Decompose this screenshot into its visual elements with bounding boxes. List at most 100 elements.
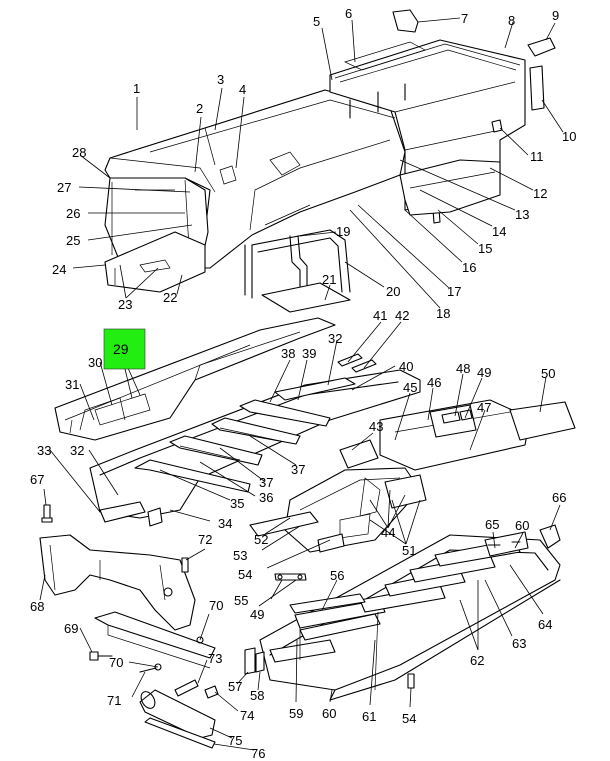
callout-67[interactable]: 67 (30, 472, 44, 487)
callout-54-lower[interactable]: 54 (402, 711, 416, 726)
callout-71[interactable]: 71 (107, 693, 121, 708)
callout-14[interactable]: 14 (492, 224, 506, 239)
callout-64[interactable]: 64 (538, 617, 552, 632)
callout-23[interactable]: 23 (118, 297, 132, 312)
callout-22[interactable]: 22 (163, 290, 177, 305)
right-floor-assembly (339, 399, 576, 471)
mounting-bar (94, 611, 216, 669)
callout-60-lower[interactable]: 60 (322, 706, 336, 721)
callout-49-upper[interactable]: 49 (477, 365, 491, 380)
bolt-72 (181, 557, 189, 573)
callout-18[interactable]: 18 (436, 306, 450, 321)
rear-lower-panel (399, 159, 501, 216)
callout-3[interactable]: 3 (217, 72, 224, 87)
callout-40[interactable]: 40 (399, 359, 413, 374)
callout-70-lower[interactable]: 70 (109, 655, 123, 670)
callout-4[interactable]: 4 (239, 82, 246, 97)
callout-61[interactable]: 61 (362, 709, 376, 724)
callout-25[interactable]: 25 (66, 233, 80, 248)
callout-32-upper[interactable]: 32 (328, 331, 342, 346)
callout-59[interactable]: 59 (289, 706, 303, 721)
callout-43[interactable]: 43 (369, 419, 383, 434)
callout-56[interactable]: 56 (330, 568, 344, 583)
callout-65[interactable]: 65 (485, 517, 499, 532)
callout-55[interactable]: 55 (234, 593, 248, 608)
callout-24[interactable]: 24 (52, 262, 66, 277)
callout-50[interactable]: 50 (541, 366, 555, 381)
callout-29[interactable]: 29 (113, 341, 129, 357)
callout-36[interactable]: 36 (259, 490, 273, 505)
callout-48[interactable]: 48 (456, 361, 470, 376)
callout-38[interactable]: 38 (281, 346, 295, 361)
grab-tube (139, 689, 216, 739)
callout-27[interactable]: 27 (57, 180, 71, 195)
callout-17[interactable]: 17 (447, 284, 461, 299)
callout-68[interactable]: 68 (30, 599, 44, 614)
side-bracket (39, 534, 196, 631)
callout-76[interactable]: 76 (251, 746, 265, 761)
callout-41[interactable]: 41 (373, 308, 387, 323)
callout-2[interactable]: 2 (196, 101, 203, 116)
callout-11[interactable]: 11 (530, 149, 544, 164)
callout-75[interactable]: 75 (228, 733, 242, 748)
callout-62[interactable]: 62 (470, 653, 484, 668)
callout-37-left[interactable]: 37 (259, 475, 273, 490)
callout-57[interactable]: 57 (228, 679, 242, 694)
callout-6[interactable]: 6 (345, 6, 352, 21)
callout-1[interactable]: 1 (133, 81, 140, 96)
callout-7[interactable]: 7 (461, 11, 468, 26)
rear-frame (244, 524, 561, 701)
callout-10[interactable]: 10 (562, 129, 576, 144)
bolt-67 (41, 504, 53, 523)
cab-body-shell (104, 89, 406, 293)
callout-33[interactable]: 33 (37, 443, 51, 458)
floor-pan (54, 317, 336, 441)
small-fasteners (89, 636, 219, 699)
callout-20[interactable]: 20 (386, 284, 400, 299)
callout-47[interactable]: 47 (477, 400, 491, 415)
callout-52[interactable]: 52 (254, 532, 268, 547)
callout-45[interactable]: 45 (403, 380, 417, 395)
callout-60-upper[interactable]: 60 (515, 518, 529, 533)
callout-54-upper[interactable]: 54 (238, 567, 252, 582)
callout-31[interactable]: 31 (65, 377, 79, 392)
callout-28[interactable]: 28 (72, 145, 86, 160)
callout-74[interactable]: 74 (240, 708, 254, 723)
callout-26[interactable]: 26 (66, 206, 80, 221)
callout-39[interactable]: 39 (302, 346, 316, 361)
callout-8[interactable]: 8 (508, 13, 515, 28)
callout-35[interactable]: 35 (230, 496, 244, 511)
callout-58[interactable]: 58 (250, 688, 264, 703)
callout-72[interactable]: 72 (198, 532, 212, 547)
callout-42[interactable]: 42 (395, 308, 409, 323)
callout-51[interactable]: 51 (402, 543, 416, 558)
callout-13[interactable]: 13 (515, 207, 529, 222)
callout-21[interactable]: 21 (322, 272, 336, 287)
callout-16[interactable]: 16 (462, 260, 476, 275)
callout-66[interactable]: 66 (552, 490, 566, 505)
callout-15[interactable]: 15 (478, 241, 492, 256)
callout-70-upper[interactable]: 70 (209, 598, 223, 613)
callout-73[interactable]: 73 (208, 651, 222, 666)
callout-53[interactable]: 53 (233, 548, 247, 563)
highlighted-callout-29[interactable]: 29 (103, 328, 146, 399)
bolt-54 (407, 673, 415, 689)
mounting-straps (337, 353, 377, 373)
highlight-box (103, 328, 146, 370)
callout-44[interactable]: 44 (381, 525, 395, 540)
callout-9[interactable]: 9 (552, 8, 559, 23)
floor-frame (89, 369, 421, 527)
callout-19[interactable]: 19 (336, 224, 350, 239)
callout-69[interactable]: 69 (64, 621, 78, 636)
callout-32-lower[interactable]: 32 (70, 443, 84, 458)
callout-5[interactable]: 5 (313, 14, 320, 29)
tube-frame (244, 229, 351, 299)
callout-34[interactable]: 34 (218, 516, 232, 531)
callout-63[interactable]: 63 (512, 636, 526, 651)
callout-37-right[interactable]: 37 (291, 462, 305, 477)
callout-46[interactable]: 46 (427, 375, 441, 390)
callout-30[interactable]: 30 (88, 355, 102, 370)
callout-12[interactable]: 12 (533, 186, 547, 201)
callout-49-lower[interactable]: 49 (250, 607, 264, 622)
